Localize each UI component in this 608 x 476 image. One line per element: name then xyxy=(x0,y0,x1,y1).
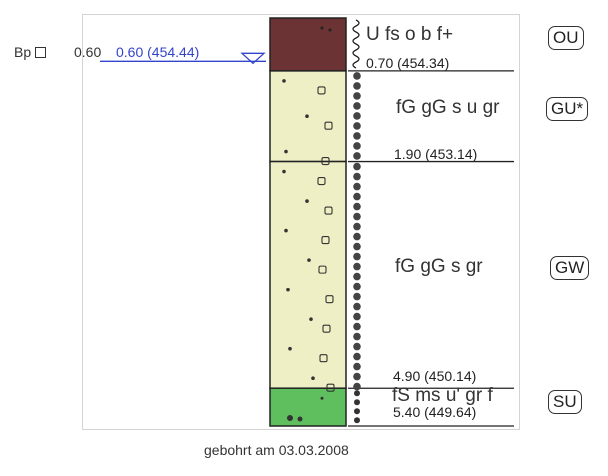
gravel-pebble xyxy=(324,206,333,215)
gravel-dot xyxy=(284,228,288,233)
gravel-pebble xyxy=(326,383,335,392)
layer-description-ou: U fs o b f+ xyxy=(366,24,454,45)
borehole-box-icon xyxy=(35,47,47,58)
gravel-symbol xyxy=(353,322,361,331)
gravel-symbol xyxy=(353,92,361,100)
layer-description-gw: fG gG s gr xyxy=(395,256,483,277)
gravel-symbol xyxy=(353,152,361,160)
sand-symbol xyxy=(354,417,360,424)
gravel-pebble xyxy=(318,265,327,274)
sand-symbol xyxy=(354,399,360,406)
gravel-pebble xyxy=(317,177,326,186)
gravel-symbol xyxy=(353,132,361,140)
borehole-id-text: Bp xyxy=(14,44,32,60)
gravel-symbol xyxy=(353,72,361,80)
gravel-pebble xyxy=(321,157,330,166)
borehole-id: Bp xyxy=(14,44,47,60)
gravel-dot xyxy=(282,79,286,83)
gravel-symbol xyxy=(353,122,361,130)
gravel-dot xyxy=(282,169,286,174)
layer-depth-su: 5.40 (449.64) xyxy=(393,404,477,420)
soil-group-ou: OU xyxy=(548,26,584,50)
groundwater-label: 0.60 (454.44) xyxy=(116,44,200,60)
organic-dot xyxy=(328,28,332,32)
gravel-symbol xyxy=(353,142,361,150)
sand-symbol xyxy=(354,408,360,415)
layer-description-gu: fG gG s u gr xyxy=(396,97,500,118)
gravel-dot xyxy=(305,199,309,203)
gravel-symbol xyxy=(353,202,361,211)
gravel-symbol xyxy=(353,252,361,261)
gravel-dot xyxy=(284,149,288,154)
borehole-depth-marker: 0.60 xyxy=(74,44,102,60)
gravel-pebble xyxy=(322,324,331,333)
groundwater-triangle-icon xyxy=(240,52,266,65)
drilling-date-caption: gebohrt am 03.03.2008 xyxy=(204,442,349,458)
gravel-dot xyxy=(286,287,290,292)
cohesive-symbol xyxy=(352,19,360,69)
gravel-symbol xyxy=(353,302,361,311)
gravel-symbol xyxy=(353,182,361,191)
gravel-pebble xyxy=(321,236,330,245)
gravel-symbol xyxy=(353,292,361,301)
gravel-dot xyxy=(307,258,311,262)
layer-depth-gw: 4.90 (450.14) xyxy=(393,368,477,384)
gravel-symbol xyxy=(353,312,361,321)
layer-description-su: fS ms u' gr f xyxy=(392,385,493,406)
soil-group-gw: GW xyxy=(550,256,590,280)
gravel-dot xyxy=(305,114,309,119)
gravel-symbol xyxy=(353,82,361,90)
gravel-symbol xyxy=(353,172,361,181)
layer-depth-ou: 0.70 (454.34) xyxy=(366,55,450,71)
gravel-symbol xyxy=(353,162,361,171)
layer-rect-su xyxy=(269,387,347,427)
gravel-symbol xyxy=(353,352,361,361)
gravel-symbol xyxy=(353,232,361,241)
gravel-symbol xyxy=(353,222,361,231)
gravel-pebble xyxy=(317,86,326,95)
drawing-frame xyxy=(82,14,520,430)
layer-rect-ou xyxy=(269,17,347,72)
gravel-symbol xyxy=(353,272,361,281)
gravel-symbol xyxy=(353,212,361,221)
gravel-symbol xyxy=(353,112,361,120)
gravel-symbol xyxy=(353,382,361,391)
sand-dot xyxy=(320,396,324,400)
gravel-dot xyxy=(311,376,315,381)
soil-group-gu: GU* xyxy=(546,97,589,121)
soil-group-su: SU xyxy=(548,390,582,414)
layer-rect-gw xyxy=(269,160,347,389)
gravel-symbol xyxy=(353,242,361,251)
gravel-symbol xyxy=(353,332,361,341)
gravel-symbol xyxy=(353,262,361,271)
gravel-dot xyxy=(288,346,292,351)
gravel-symbol xyxy=(353,282,361,291)
gravel-pebble xyxy=(324,121,333,130)
gravel-symbol xyxy=(353,192,361,201)
gravel-symbol xyxy=(353,372,361,381)
gravel-pebble xyxy=(325,295,334,304)
sand-symbol xyxy=(354,390,360,397)
sand-dot xyxy=(297,416,303,422)
layer-depth-gu: 1.90 (453.14) xyxy=(394,146,478,162)
gravel-pebble xyxy=(319,354,328,363)
gravel-symbol xyxy=(353,362,361,371)
gravel-symbol xyxy=(353,342,361,351)
sand-dot xyxy=(287,415,293,421)
gravel-dot xyxy=(309,317,313,321)
gravel-symbol xyxy=(353,102,361,110)
organic-dot xyxy=(320,26,324,30)
